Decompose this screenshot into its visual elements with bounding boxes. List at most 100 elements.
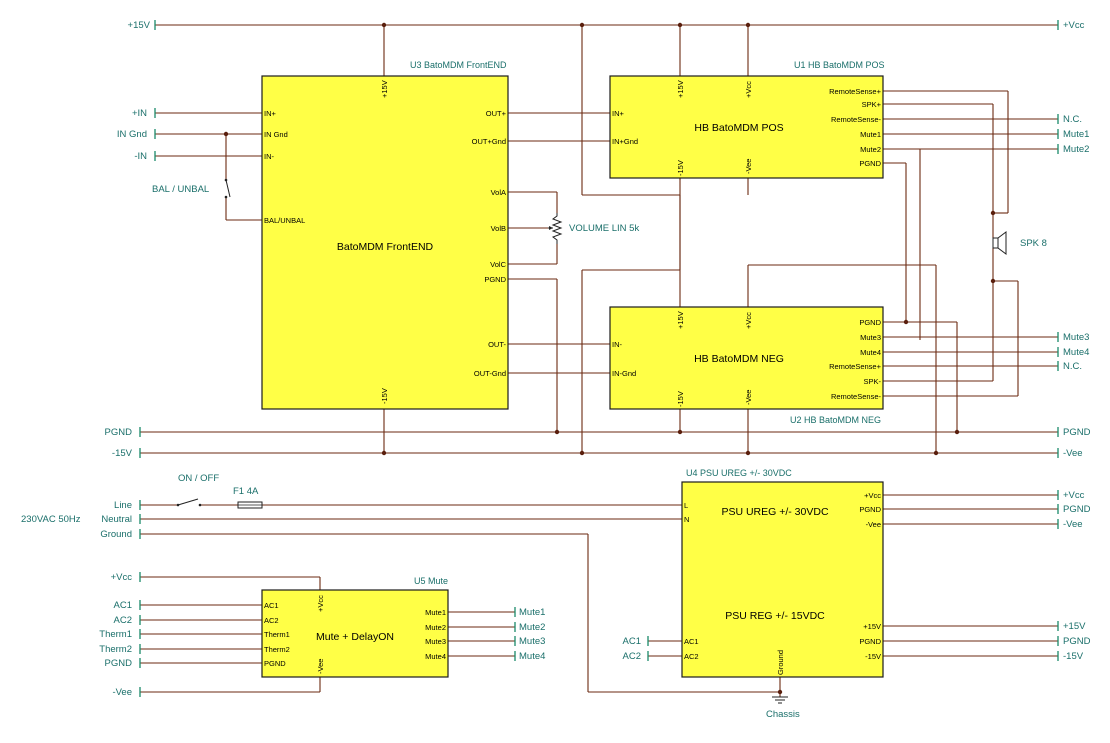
pin-label: -Vee <box>316 659 325 674</box>
block-u3: U3 BatoMDM FrontEND BatoMDM FrontEND IN+… <box>261 60 509 410</box>
volume-pot: VOLUME LIN 5k <box>548 213 639 244</box>
pin-label: RemoteSense- <box>831 115 882 124</box>
net-label: Mute2 <box>1063 144 1089 155</box>
pin-label: Mute3 <box>425 637 446 646</box>
pin-label: -15V <box>380 388 389 404</box>
pin-label: +15V <box>676 311 685 329</box>
pin-label: IN+Gnd <box>612 137 638 146</box>
u4-ref: U4 PSU UREG +/- 30VDC <box>686 468 792 478</box>
chassis-ground-icon: Chassis <box>766 696 800 720</box>
net-label: AC2 <box>623 651 641 662</box>
fuse: F1 4A <box>233 486 263 509</box>
pin-label: AC1 <box>264 601 279 610</box>
block-u4: U4 PSU UREG +/- 30VDC PSU UREG +/- 30VDC… <box>681 468 884 678</box>
pin-label: +15V <box>380 80 389 98</box>
pin-label: RemoteSense+ <box>829 87 882 96</box>
net-label: -15V <box>1063 651 1084 662</box>
chassis-label: Chassis <box>766 709 800 720</box>
pin-label: IN- <box>264 152 275 161</box>
net-label: -Vee <box>1063 448 1083 459</box>
net-label: +Vcc <box>1063 20 1085 31</box>
pin-label: +Vcc <box>864 491 881 500</box>
net-label: -15V <box>112 448 133 459</box>
pin-label: Therm2 <box>264 645 290 654</box>
pot-label: VOLUME LIN 5k <box>569 223 639 234</box>
net-label: +15V <box>1063 621 1086 632</box>
block-u5: U5 Mute Mute + DelayON AC1 AC2 Therm1 Th… <box>261 576 449 678</box>
pin-label: SPK- <box>863 377 881 386</box>
u3-ref: U3 BatoMDM FrontEND <box>410 60 507 70</box>
pin-label: BAL/UNBAL <box>264 216 305 225</box>
pin-label: IN+ <box>612 109 625 118</box>
pin-label: VolB <box>491 224 506 233</box>
net-label: -Vee <box>112 687 132 698</box>
pin-label: PGND <box>859 505 881 514</box>
u1-title: HB BatoMDM POS <box>694 122 783 134</box>
pin-label: OUT+Gnd <box>472 137 506 146</box>
net-label: Mute2 <box>519 622 545 633</box>
speaker-icon: SPK 8 <box>992 231 1047 255</box>
power-switch-label: ON / OFF <box>178 473 219 484</box>
u3-title: BatoMDM FrontEND <box>337 241 434 253</box>
net-label: Mute1 <box>1063 129 1089 140</box>
net-label: Mute1 <box>519 607 545 618</box>
pin-label: AC1 <box>684 637 699 646</box>
pin-label: -Vee <box>744 390 753 405</box>
pin-label: N <box>684 515 689 524</box>
net-label: Therm1 <box>99 629 132 640</box>
pin-label: Ground <box>776 650 785 675</box>
net-label: +IN <box>132 108 147 119</box>
net-label: N.C. <box>1063 114 1082 125</box>
net-label: -IN <box>134 151 147 162</box>
pin-label: IN+ <box>264 109 277 118</box>
pin-label: PGND <box>859 159 881 168</box>
net-label: Ground <box>100 529 132 540</box>
net-label: +15V <box>128 20 151 31</box>
pin-label: AC2 <box>264 616 279 625</box>
junction-dots <box>223 22 996 695</box>
block-u2: U2 HB BatoMDM NEG HB BatoMDM NEG IN- IN-… <box>609 306 884 425</box>
net-label: PGND <box>105 658 133 669</box>
net-label: Therm2 <box>99 644 132 655</box>
pin-label: -15V <box>676 160 685 176</box>
block-u1: U1 HB BatoMDM POS HB BatoMDM POS IN+ IN+… <box>609 60 885 179</box>
net-label: PGND <box>105 427 133 438</box>
pin-label: PGND <box>859 318 881 327</box>
bal-unbal-label: BAL / UNBAL <box>152 184 209 195</box>
net-label: Mute4 <box>1063 347 1089 358</box>
pin-label: VolA <box>491 188 506 197</box>
net-label: AC1 <box>623 636 641 647</box>
net-label: AC1 <box>114 600 132 611</box>
pin-label: -Vee <box>866 520 881 529</box>
pin-label: Mute1 <box>425 608 446 617</box>
right-terminals: +Vcc N.C. Mute1 Mute2 Mute3 Mute4 N.C. P… <box>514 20 1091 662</box>
net-label: AC2 <box>114 615 132 626</box>
power-switch: ON / OFF <box>176 473 219 507</box>
net-label: Mute3 <box>1063 332 1089 343</box>
u4-title2: PSU REG +/- 15VDC <box>725 610 825 622</box>
net-label: PGND <box>1063 636 1091 647</box>
pin-label: Mute4 <box>425 652 446 661</box>
net-label: PGND <box>1063 427 1091 438</box>
wires <box>140 24 1058 697</box>
pin-label: RemoteSense- <box>831 392 882 401</box>
pin-label: IN Gnd <box>264 130 288 139</box>
u2-title: HB BatoMDM NEG <box>694 353 784 365</box>
net-label: -Vee <box>1063 519 1083 530</box>
pin-label: OUT+ <box>486 109 507 118</box>
pin-label: -15V <box>865 652 881 661</box>
pin-label: -Vee <box>744 159 753 174</box>
pin-label: Mute2 <box>860 145 881 154</box>
net-label: Mute4 <box>519 651 545 662</box>
pin-label: VolC <box>490 260 506 269</box>
pin-label: AC2 <box>684 652 699 661</box>
mains-label: 230VAC 50Hz <box>21 514 81 525</box>
pin-label: OUT-Gnd <box>474 369 506 378</box>
pin-label: IN- <box>612 340 623 349</box>
pin-label: Therm1 <box>264 630 290 639</box>
pin-label: +Vcc <box>316 595 325 612</box>
pin-label: PGND <box>264 659 286 668</box>
net-label: N.C. <box>1063 361 1082 372</box>
u4-title1: PSU UREG +/- 30VDC <box>721 506 828 518</box>
pin-label: -15V <box>676 391 685 407</box>
